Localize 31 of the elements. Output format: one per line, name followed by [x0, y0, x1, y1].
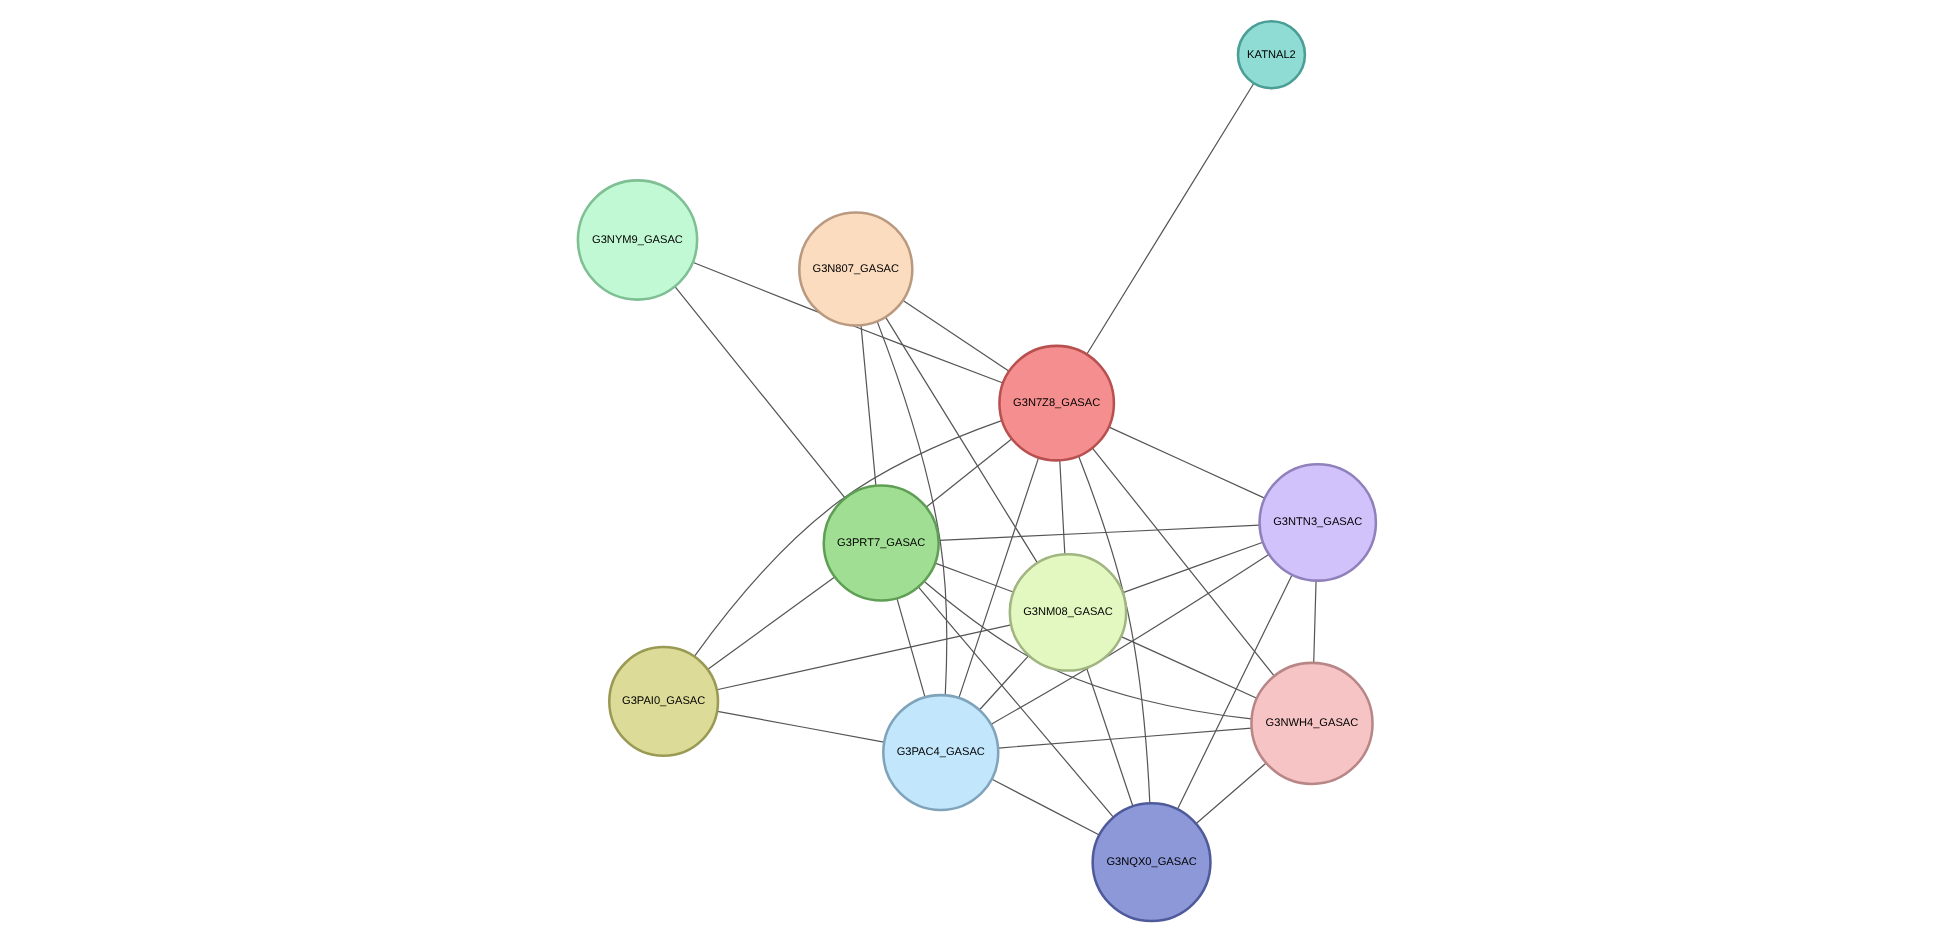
connector	[916, 586, 1113, 818]
connector	[1119, 636, 1257, 699]
connector	[996, 727, 1252, 749]
connector	[692, 419, 1002, 657]
connector	[1312, 580, 1316, 664]
connector	[990, 778, 1099, 836]
connector	[1121, 541, 1263, 594]
connector	[989, 553, 1269, 725]
connector	[715, 624, 1011, 691]
connector	[922, 580, 1251, 720]
connector	[978, 655, 1029, 711]
connector	[706, 576, 834, 670]
connector	[957, 456, 1039, 699]
connector	[937, 524, 1260, 541]
connector	[859, 324, 876, 487]
connector	[1194, 762, 1266, 825]
connector	[1084, 667, 1133, 807]
connector	[901, 299, 1009, 372]
connector	[883, 316, 1037, 564]
connector	[933, 562, 1013, 593]
connector	[1076, 455, 1150, 804]
connector	[924, 438, 1012, 508]
connector	[1085, 82, 1254, 356]
connector	[715, 710, 884, 743]
connector	[1175, 574, 1292, 810]
connector	[673, 285, 845, 499]
connector	[1058, 459, 1065, 555]
connector	[875, 320, 947, 696]
connector	[1090, 447, 1274, 677]
connector	[1106, 426, 1265, 499]
connector	[895, 598, 925, 698]
